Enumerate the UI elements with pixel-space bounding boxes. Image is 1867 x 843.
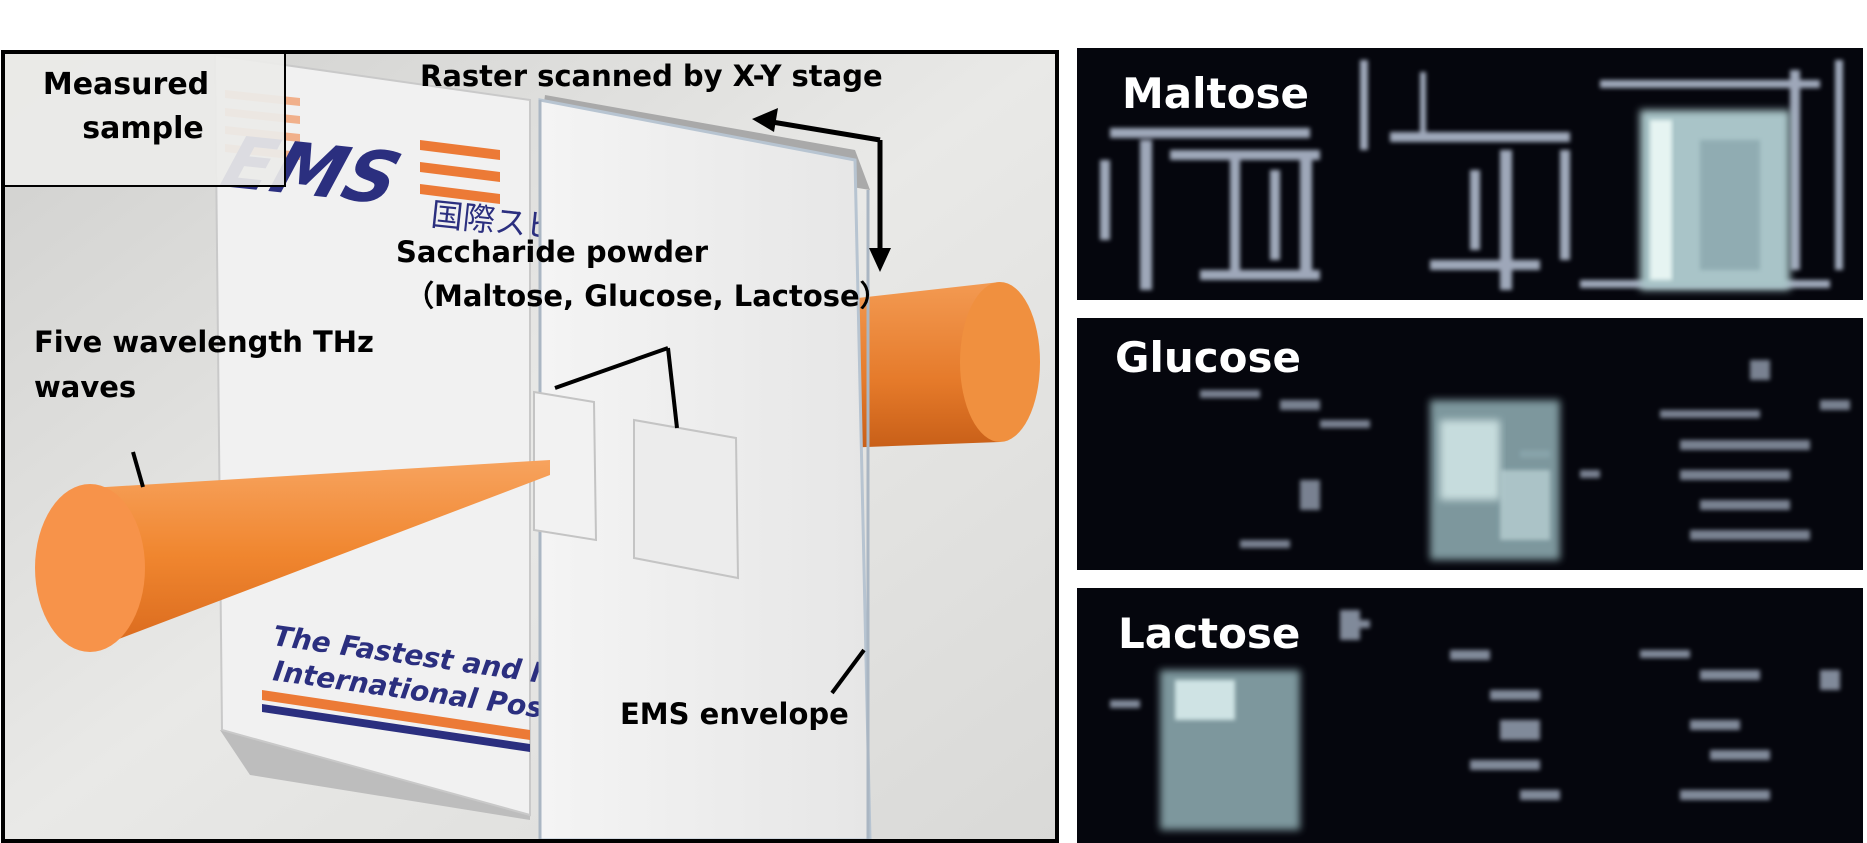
measured-sample-box: Measured sample <box>2 51 286 187</box>
illustration-frame <box>1 50 1059 843</box>
panel-glucose: Glucose <box>1077 318 1863 570</box>
svg-text:sample: sample <box>82 111 203 146</box>
ems-envelope-label: EMS envelope <box>620 697 849 731</box>
saccharide-label-line1: Saccharide powder <box>396 235 709 269</box>
panel-maltose: Maltose <box>1077 48 1863 300</box>
pellet-1 <box>533 390 598 542</box>
thz-beam-incoming <box>35 460 550 652</box>
panel-title-lactose: Lactose <box>1118 609 1300 658</box>
panel-title-maltose: Maltose <box>1122 69 1309 118</box>
saccharide-pellets <box>533 390 740 580</box>
svg-text:Measured: Measured <box>43 67 209 102</box>
thz-beam-exit <box>840 282 1040 448</box>
envelope-edge-bottom <box>220 730 530 820</box>
panel-title-glucose: Glucose <box>1115 333 1301 382</box>
arrowhead-left <box>752 108 778 132</box>
raster-scan-arrow <box>759 117 883 260</box>
panel-lactose: Lactose <box>1077 588 1863 843</box>
raster-scan-label: Raster scanned by X-Y stage <box>420 59 883 93</box>
illustration-panel: EMS 国際スピ The Fastest and Mos Internation… <box>1 50 1059 843</box>
beam-face <box>35 484 145 652</box>
pellet-2 <box>633 418 740 580</box>
arrowhead-down <box>869 248 891 272</box>
leader-lines <box>131 346 866 695</box>
thz-label-line1: Five wavelength THz <box>34 325 374 359</box>
saccharide-label-line2: （Maltose, Glucose, Lactose） <box>405 279 889 313</box>
result-panels: Maltose Gl <box>1077 48 1863 843</box>
thz-label-line2: waves <box>34 370 136 404</box>
